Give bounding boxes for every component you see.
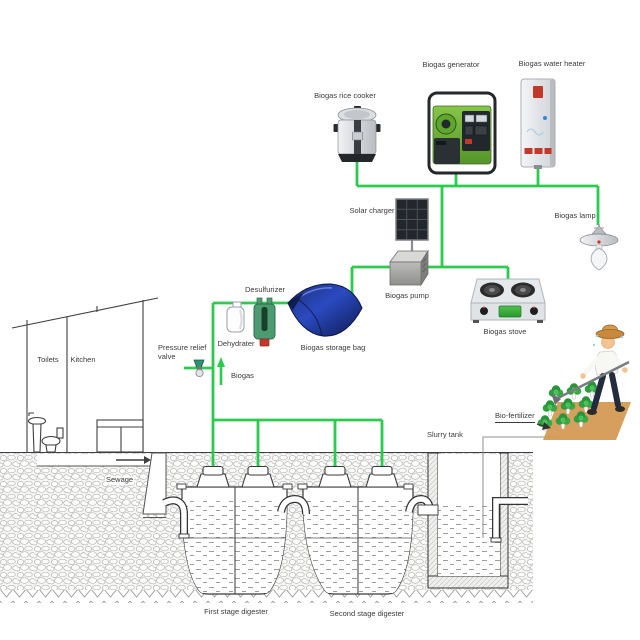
label-pressure-relief-2: valve: [158, 351, 176, 361]
label-dehydrater: Dehydrater: [217, 339, 255, 348]
bio-fertilizer-arrow: [536, 422, 551, 430]
digester-transfer-pipes: [162, 494, 439, 539]
second-stage-digester: [297, 483, 414, 595]
slurry-discharge-line: [482, 436, 560, 538]
dehydrater: [226, 301, 245, 333]
biogas-lamp: [579, 224, 619, 271]
label-biogas-stove: Biogas stove: [483, 327, 527, 336]
kitchen-counter: [96, 419, 144, 453]
biogas-stove: [470, 278, 546, 323]
roof-line: [11, 297, 159, 329]
label-sewage: Sewage: [105, 475, 135, 485]
farmer: [551, 324, 630, 415]
label-second-stage-digester: Second stage digester: [329, 609, 405, 618]
toilet: [41, 427, 64, 453]
sink: [27, 412, 47, 453]
label-solar-charger: Solar charger: [349, 206, 395, 215]
label-first-stage-digester: First stage digester: [204, 607, 268, 616]
biogas-rice-cooker: [333, 106, 381, 162]
label-biogas-generator: Biogas generator: [422, 60, 480, 69]
label-biogas-pump: Biogas pump: [385, 291, 429, 300]
pressure-relief-valve: [193, 359, 205, 378]
first-stage-digester: [176, 483, 293, 595]
hoe: [557, 360, 630, 400]
biogas-storage-bag: [287, 283, 363, 337]
label-biogas-water-heater: Biogas water heater: [518, 59, 586, 68]
label-toilets: Toilets: [37, 355, 59, 364]
biogas-pump: [389, 249, 429, 287]
solar-charger-panel: [395, 198, 429, 251]
biogas-water-heater: [520, 78, 556, 169]
label-biogas-flow: Biogas: [231, 371, 254, 380]
desulfurizer: [253, 297, 276, 347]
biogas-flow-arrow: [217, 357, 225, 385]
house: [11, 297, 159, 453]
sewage-channel: [37, 452, 167, 518]
bio-fertilizer-field: [536, 324, 631, 440]
label-kitchen: Kitchen: [70, 355, 96, 364]
label-biogas-lamp: Biogas lamp: [554, 211, 596, 220]
label-bio-fertilizer: Bio-fertilizer: [495, 411, 535, 423]
label-biogas-rice-cooker: Biogas rice cooker: [314, 91, 376, 100]
label-pressure-relief-1: Pressure relief: [158, 343, 207, 352]
label-desulfurizer: Desulfurizer: [244, 285, 285, 294]
slurry-tank: [427, 452, 528, 589]
label-slurry-tank: Slurry tank: [427, 430, 463, 439]
biogas-generator: [427, 91, 497, 175]
label-biogas-storage-bag: Biogas storage bag: [300, 343, 366, 352]
